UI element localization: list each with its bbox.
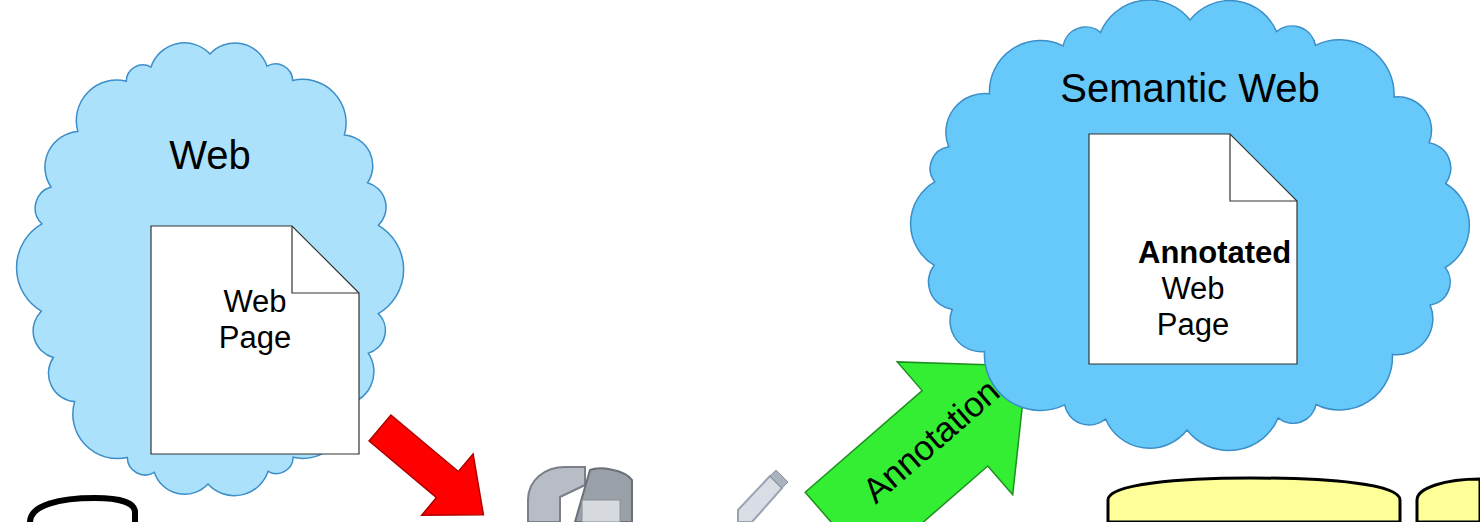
text-holder: Semantic Web bbox=[913, 65, 1467, 111]
text-holder: AnnotatedWeb Page bbox=[1088, 133, 1298, 365]
page-text: Web Page bbox=[1138, 271, 1248, 343]
cloud-title: Semantic Web bbox=[913, 65, 1467, 111]
database-shape bbox=[30, 498, 135, 522]
cloud-region: Semantic WebAnnotatedWeb Page bbox=[913, 4, 1467, 446]
text-holder: Web bbox=[22, 132, 398, 178]
pen-icon bbox=[738, 470, 788, 522]
tool-icon bbox=[528, 467, 632, 522]
cloud-region: WebWeb Page bbox=[22, 38, 398, 500]
cloud-title: Web bbox=[22, 132, 398, 178]
red-arrow bbox=[354, 397, 509, 522]
page-text: Web Page bbox=[200, 284, 310, 356]
yellow-shape bbox=[1417, 479, 1480, 522]
web-page-icon: Web Page bbox=[150, 225, 360, 455]
text-holder: Web Page bbox=[150, 225, 360, 455]
page-text: Annotated bbox=[1138, 235, 1248, 271]
web-page-icon: AnnotatedWeb Page bbox=[1088, 133, 1298, 365]
yellow-shape bbox=[1108, 478, 1400, 522]
